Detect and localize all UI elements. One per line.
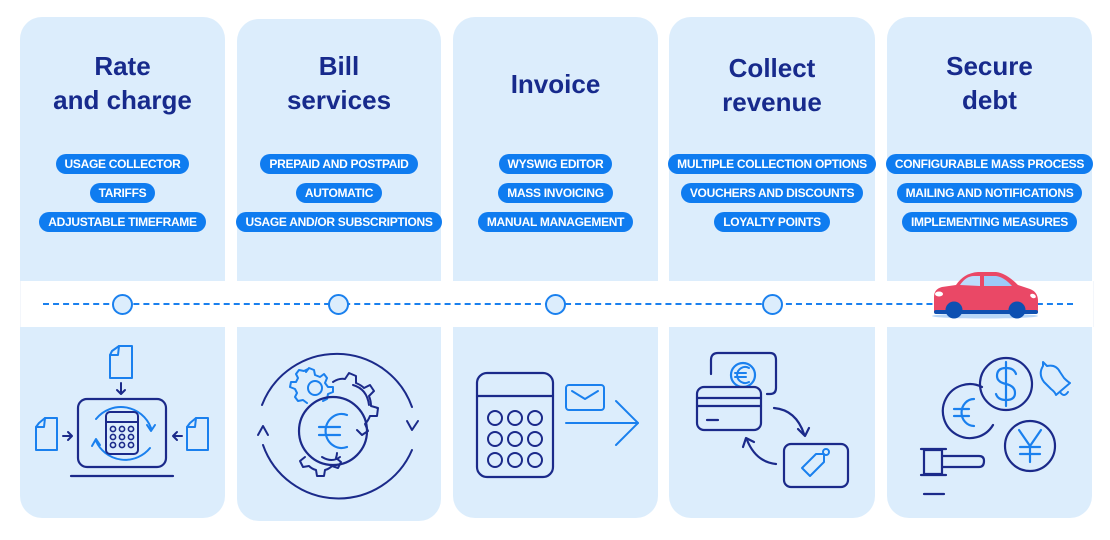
calculator-mail-send-icon (474, 370, 644, 480)
stage-card-collect-revenue: Collect revenue MULTIPLE COLLECTION OPTI… (668, 17, 876, 518)
stage-title-line1: Bill (318, 51, 360, 81)
currency-gavel-bell-icon (918, 356, 1078, 501)
stage-card-invoice: Invoice WYSWIG EDITOR MASS INVOICING MAN… (453, 17, 658, 518)
euro-gears-cycle-icon (255, 345, 425, 515)
tag-list: CONFIGURABLE MASS PROCESS MAILING AND NO… (885, 154, 1094, 232)
tag: IMPLEMENTING MEASURES (901, 212, 1078, 232)
stage-title-line1: Rate (94, 51, 151, 81)
tag: TARIFFS (89, 183, 156, 203)
timeline-node (545, 294, 566, 315)
tag: MANUAL MANAGEMENT (477, 212, 634, 232)
stage-title-line1: Secure (946, 51, 1033, 81)
stage-title: Rate and charge (20, 49, 225, 117)
tag: MASS INVOICING (498, 183, 613, 203)
tag-list: USAGE COLLECTOR TARIFFS ADJUSTABLE TIMEF… (20, 154, 225, 232)
tag: MAILING AND NOTIFICATIONS (896, 183, 1083, 203)
stage-title-line2: services (286, 85, 392, 115)
tag-list: MULTIPLE COLLECTION OPTIONS VOUCHERS AND… (668, 154, 876, 232)
timeline-node (762, 294, 783, 315)
car-icon (930, 269, 1040, 321)
tag: MULTIPLE COLLECTION OPTIONS (668, 154, 876, 174)
stage-title-line1: Invoice (510, 69, 601, 99)
stage-title-line2: revenue (722, 87, 822, 117)
stage-title: Invoice (453, 67, 658, 101)
timeline-node (328, 294, 349, 315)
stage-title: Bill services (237, 49, 441, 117)
stage-title-line2: and charge (53, 85, 192, 115)
tag-list: WYSWIG EDITOR MASS INVOICING MANUAL MANA… (453, 154, 658, 232)
tag: VOUCHERS AND DISCOUNTS (680, 183, 864, 203)
stage-title-line1: Collect (728, 53, 816, 83)
stage-card-bill-services: Bill services PREPAID AND POSTPAID AUTOM… (236, 19, 442, 521)
tag: CONFIGURABLE MASS PROCESS (885, 154, 1094, 174)
tag: USAGE AND/OR SUBSCRIPTIONS (236, 212, 442, 232)
stage-title: Collect revenue (669, 51, 875, 119)
tag: USAGE COLLECTOR (55, 154, 190, 174)
tag: AUTOMATIC (295, 183, 383, 203)
tag-list: PREPAID AND POSTPAID AUTOMATIC USAGE AND… (236, 154, 442, 232)
tag: ADJUSTABLE TIMEFRAME (39, 212, 206, 232)
stage-title: Secure debt (887, 49, 1092, 117)
stage-title-line2: debt (962, 85, 1017, 115)
stage-card-secure-debt: Secure debt CONFIGURABLE MASS PROCESS MA… (885, 17, 1094, 518)
calculator-laptop-icon (30, 343, 215, 483)
tag: PREPAID AND POSTPAID (260, 154, 418, 174)
tag: WYSWIG EDITOR (498, 154, 613, 174)
card-voucher-exchange-icon (694, 350, 854, 490)
timeline-node (112, 294, 133, 315)
tag: LOYALTY POINTS (714, 212, 830, 232)
